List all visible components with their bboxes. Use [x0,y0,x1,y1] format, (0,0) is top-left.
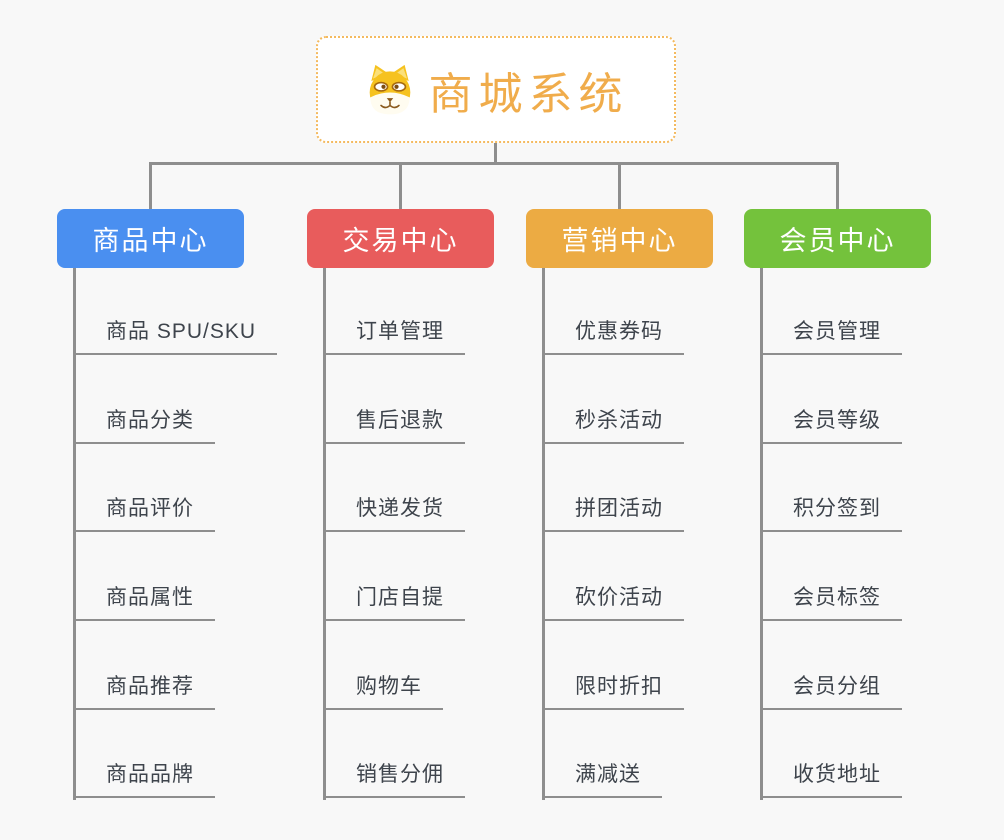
subtopic[interactable]: 会员管理 [760,317,902,355]
subtopic[interactable]: 满减送 [542,760,662,798]
branch-trunk-line [323,266,326,800]
branch-trunk-line [73,266,76,800]
subtopic[interactable]: 商品推荐 [73,672,215,710]
subtopic[interactable]: 会员等级 [760,406,902,444]
subtopic[interactable]: 积分签到 [760,494,902,532]
subtopic[interactable]: 商品品牌 [73,760,215,798]
connector-root-trunk [494,143,497,165]
subtopic[interactable]: 砍价活动 [542,583,684,621]
subtopic[interactable]: 优惠券码 [542,317,684,355]
connector-drop [399,163,402,210]
branch-topic-member-center[interactable]: 会员中心 [744,209,931,268]
subtopic[interactable]: 收货地址 [760,760,902,798]
subtopic[interactable]: 限时折扣 [542,672,684,710]
subtopic[interactable]: 商品 SPU/SKU [73,317,278,355]
subtopic[interactable]: 商品属性 [73,583,215,621]
branch-trunk-line [542,266,545,800]
subtopic[interactable]: 快递发货 [323,494,465,532]
subtopic[interactable]: 订单管理 [323,317,465,355]
subtopic[interactable]: 商品分类 [73,406,215,444]
subtopic[interactable]: 销售分佣 [323,760,465,798]
subtopic[interactable]: 售后退款 [323,406,465,444]
branch-trunk-line [760,266,763,800]
subtopic[interactable]: 门店自提 [323,583,465,621]
subtopic[interactable]: 拼团活动 [542,494,684,532]
branch-topic-marketing-center[interactable]: 营销中心 [526,209,713,268]
dog-icon [369,64,410,114]
branch-topic-trade-center[interactable]: 交易中心 [307,209,494,268]
branch-topic-product-center[interactable]: 商品中心 [57,209,244,268]
subtopic[interactable]: 会员分组 [760,672,902,710]
subtopic[interactable]: 商品评价 [73,494,215,532]
subtopic[interactable]: 会员标签 [760,583,902,621]
root-topic[interactable]: 商城系统 [316,36,676,143]
connector-drop [836,163,839,210]
subtopic[interactable]: 购物车 [323,672,443,710]
connector-drop [618,163,621,210]
connector-drop [149,163,152,210]
connector-bus [149,162,839,165]
subtopic[interactable]: 秒杀活动 [542,406,684,444]
root-topic-title: 商城系统 [428,69,629,119]
